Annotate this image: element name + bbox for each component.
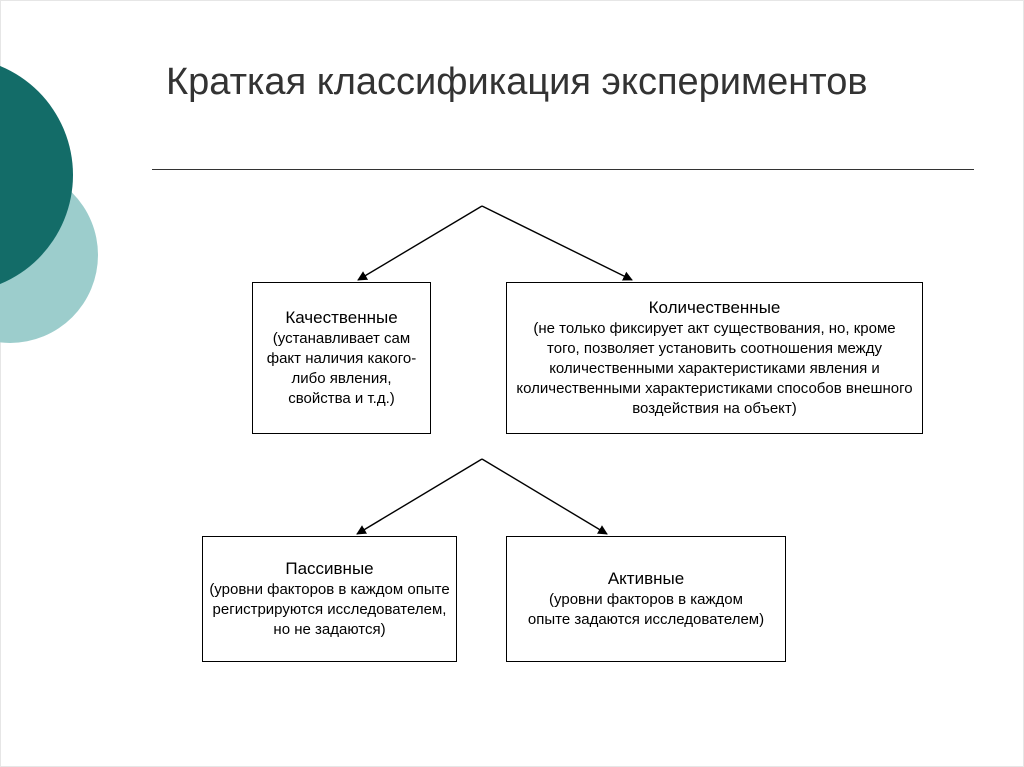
qualitative-description: (устанавливает сам факт наличия какого-л… xyxy=(266,330,417,407)
active-heading: Активные xyxy=(607,569,685,588)
passive-heading: Пассивные xyxy=(285,559,374,578)
dark-teal-circle xyxy=(0,65,73,285)
active-description: (уровни факторов в каждом опыте задаются… xyxy=(527,591,765,628)
arrow-to-active xyxy=(481,458,608,535)
decorative-circles xyxy=(0,65,98,343)
passive-description: (уровни факторов в каждом опыте регистри… xyxy=(209,581,450,638)
slide-title: Краткая классификация экспериментов xyxy=(166,61,868,103)
arrow-to-quantitative xyxy=(481,205,633,281)
quantitative-description: (не только фиксирует акт существования, … xyxy=(516,320,913,417)
title-underline xyxy=(152,169,974,170)
arrow-to-passive xyxy=(356,458,483,535)
active-box: Активные (уровни факторов в каждом опыте… xyxy=(506,536,786,662)
quantitative-box: Количественные (не только фиксирует акт … xyxy=(506,282,923,434)
qualitative-heading: Качественные xyxy=(285,308,398,327)
qualitative-box: Качественные (устанавливает сам факт нал… xyxy=(252,282,431,434)
arrow-to-qualitative xyxy=(357,205,483,281)
quantitative-heading: Количественные xyxy=(648,298,781,317)
passive-box: Пассивные (уровни факторов в каждом опыт… xyxy=(202,536,457,662)
